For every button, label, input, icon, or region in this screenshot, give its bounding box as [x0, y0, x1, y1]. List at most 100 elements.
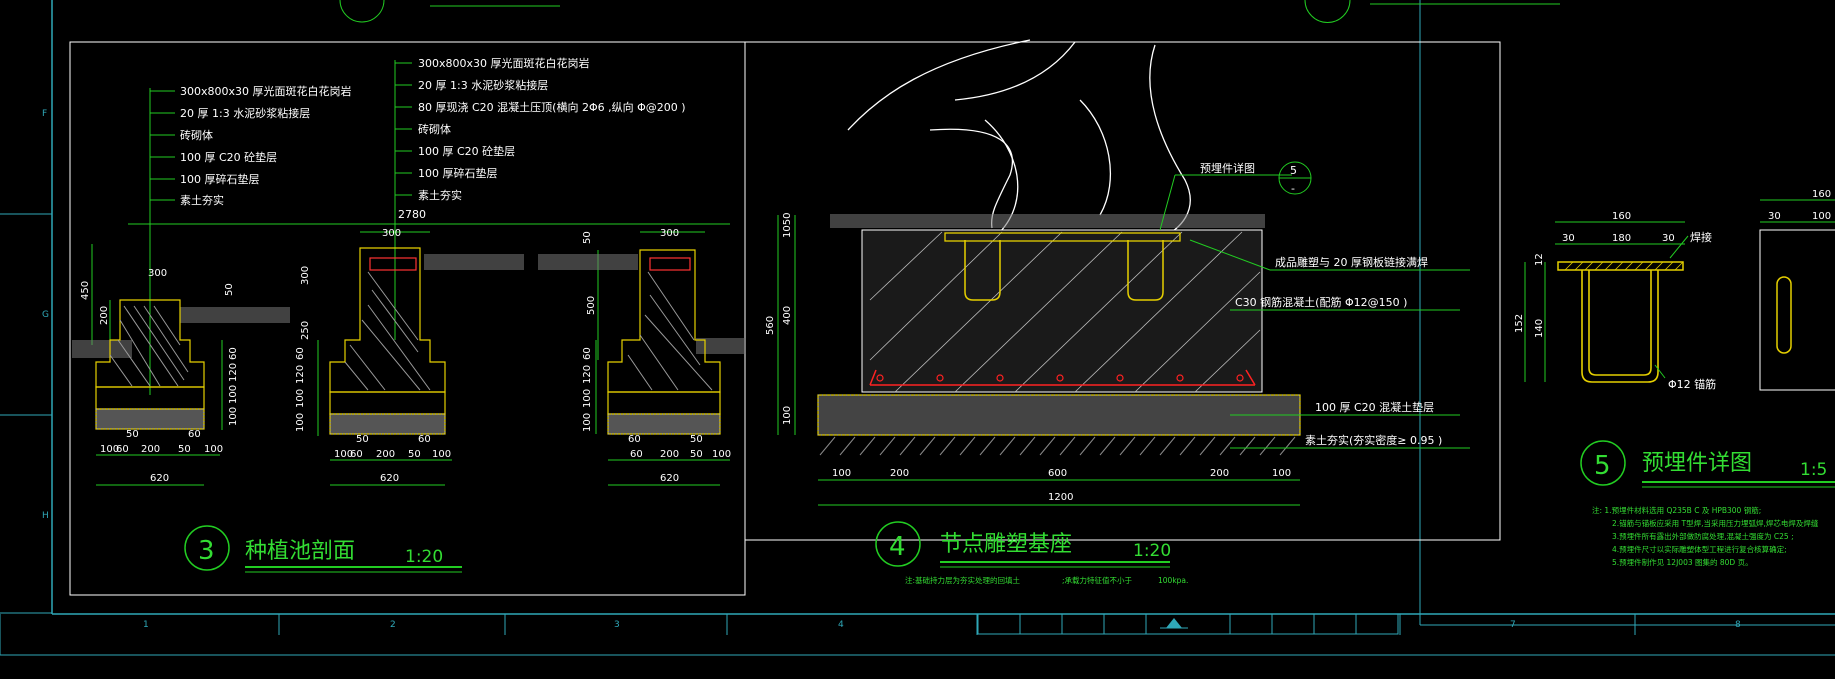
svg-text:2.锚筋与锚板应采用 T型焊,当采用压力埋弧焊,焊芯: 2.锚筋与锚板应采用 T型焊,当采用压力埋弧焊,焊芯电焊及焊缝	[1612, 518, 1819, 528]
svg-text:120: 120	[228, 363, 239, 382]
s3-layer-r3: 80 厚现浇 C20 混凝土压顶(横向 2Φ6 ,纵向 Φ@200 )	[418, 100, 686, 114]
s3-dim-300c: 300	[148, 268, 167, 279]
svg-text:60: 60	[418, 434, 431, 445]
s3-dim-200: 200	[99, 306, 110, 325]
detail-callout-5[interactable]: 预埋件详图 5 -	[1159, 161, 1312, 231]
s4-label-cushion: 100 厚 C20 混凝土垫层	[1315, 400, 1434, 414]
anchor-plate[interactable]	[1557, 261, 1684, 271]
s3-layer-l2: 20 厚 1:3 水泥砂浆粘接层	[180, 106, 310, 120]
s4-scale: 1:20	[1133, 541, 1171, 561]
s5-scale: 1:5	[1800, 460, 1827, 480]
paving-layer	[830, 214, 1265, 228]
svg-text:30: 30	[1768, 211, 1781, 222]
viewport-section3-border[interactable]	[69, 41, 746, 596]
concrete-block[interactable]	[861, 229, 1263, 393]
s3-layer-r4: 砖砌体	[418, 122, 451, 136]
svg-text:60: 60	[116, 444, 129, 455]
svg-text:620: 620	[150, 473, 169, 484]
s3-bottom-dims-a: 100 60 200 50 100 50 60 620	[96, 429, 223, 486]
svg-text:620: 620	[660, 473, 679, 484]
grid-col-1: 1	[143, 620, 149, 630]
svg-text:1050: 1050	[782, 213, 793, 238]
svg-text:180: 180	[1612, 233, 1631, 244]
s3-stack-dims-a: 60 120 100 100	[221, 340, 239, 430]
drawing-frame	[0, 0, 1835, 656]
svg-text:560: 560	[765, 316, 776, 335]
svg-text:60: 60	[628, 434, 641, 445]
section4-sculpture-base: 预埋件详图 5 - 成品雕塑与 20 厚钢板链接满焊 C30 钢筋混凝土(配筋 …	[765, 39, 1470, 585]
s3-layer-l6: 素土夯实	[180, 193, 224, 207]
s3-stack-dims-b: 60 120 100 100	[295, 340, 319, 436]
s4-callout-num: 5	[1290, 164, 1297, 177]
section5-embedded-part-detail: 160 30 180 30 焊接 12 152 140 Φ12 锚筋	[1514, 189, 1835, 567]
svg-text:50: 50	[690, 434, 703, 445]
s3-dim-50a: 50	[224, 283, 235, 296]
svg-text:120: 120	[582, 365, 593, 384]
s4-leaders	[1189, 239, 1470, 449]
svg-text:100: 100	[712, 449, 731, 460]
svg-text:注: 1.预埋件材料选用 Q235B C 及 HP: 注: 1.预埋件材料选用 Q235B C 及 HPB300 钢筋;	[1592, 505, 1761, 515]
svg-text:60: 60	[630, 449, 643, 460]
section3-title-block[interactable]: 3 种植池剖面 1:20	[184, 525, 462, 573]
svg-text:50: 50	[356, 434, 369, 445]
section4-title-block[interactable]: 4 节点雕塑基座 1:20 注:基础持力层为夯实处理的回填土 ;承载力特征值不小…	[875, 521, 1188, 585]
s4-title: 节点雕塑基座	[940, 532, 1072, 557]
planter-c[interactable]	[607, 249, 746, 435]
s3-dim-50b: 50	[582, 231, 593, 244]
s5-anchor-label: Φ12 锚筋	[1668, 377, 1716, 391]
s3-layer-r7: 素土夯实	[418, 188, 462, 202]
rebar-dots	[876, 374, 1244, 382]
svg-text:100: 100	[1812, 211, 1831, 222]
sculpture-sketch	[847, 39, 1191, 239]
viewport-section4-border[interactable]	[744, 41, 1501, 541]
s3-layer-l5: 100 厚碎石垫层	[180, 172, 260, 186]
s4-vertical-dims: 1050 400 560 100	[765, 213, 796, 435]
section3-planter-section: 300x800x30 厚光面斑花白花岗岩 20 厚 1:3 水泥砂浆粘接层 砖砌…	[72, 56, 746, 573]
svg-text:60: 60	[228, 347, 239, 360]
svg-text:3.预埋件所有露出外部做防腐处理,混凝土强度为: 3.预埋件所有露出外部做防腐处理,混凝土强度为 C25 ;	[1612, 531, 1794, 541]
svg-text:100: 100	[334, 449, 353, 460]
svg-text:152: 152	[1514, 314, 1525, 333]
s3-dim-450: 450	[80, 281, 91, 300]
svg-text:100: 100	[582, 413, 593, 432]
s4-callout-label: 预埋件详图	[1200, 161, 1255, 175]
svg-text:30: 30	[1562, 233, 1575, 244]
s3-layer-r6: 100 厚碎石垫层	[418, 166, 498, 180]
section5-title-block[interactable]: 5 预埋件详图 1:5	[1580, 440, 1835, 488]
svg-text:100: 100	[295, 413, 306, 432]
svg-text:1200: 1200	[1048, 492, 1073, 503]
svg-text:60: 60	[295, 347, 306, 360]
planter-a[interactable]	[72, 299, 290, 430]
svg-text:100: 100	[432, 449, 451, 460]
s5-title-number: 5	[1594, 451, 1611, 481]
svg-text:160: 160	[1812, 189, 1831, 200]
svg-text:100: 100	[228, 385, 239, 404]
s3-layer-l1: 300x800x30 厚光面斑花白花岗岩	[180, 84, 352, 98]
svg-text:100: 100	[782, 406, 793, 425]
grid-col-2: 2	[390, 620, 396, 630]
svg-text:100: 100	[582, 389, 593, 408]
svg-text:50: 50	[126, 429, 139, 440]
cushion-layer[interactable]	[817, 394, 1301, 436]
s3-dim-250: 250	[300, 321, 311, 340]
grid-col-7: 7	[1510, 620, 1516, 630]
svg-text:120: 120	[295, 365, 306, 384]
s5-title: 预埋件详图	[1642, 451, 1752, 476]
s3-title: 种植池剖面	[245, 539, 355, 564]
s4-note-c: 100kpa.	[1158, 576, 1188, 585]
s5-notes: 注: 1.预埋件材料选用 Q235B C 及 HPB300 钢筋; 2.锚筋与锚…	[1592, 505, 1819, 567]
svg-text:200: 200	[660, 449, 679, 460]
svg-text:50: 50	[178, 444, 191, 455]
svg-text:4.预埋件尺寸以实际雕塑体型工程进行复合核算确定;: 4.预埋件尺寸以实际雕塑体型工程进行复合核算确定;	[1612, 544, 1787, 554]
embedded-plate[interactable]	[944, 232, 1181, 242]
s4-callout-sub: -	[1291, 182, 1295, 195]
grid-col-labels: 1 2 3 4 7 8	[143, 620, 1741, 630]
svg-text:200: 200	[1210, 468, 1229, 479]
s5-side-view[interactable]: 160 30 100	[1759, 189, 1835, 391]
planter-b[interactable]	[329, 247, 638, 435]
s5-weld-label: 焊接	[1690, 230, 1712, 244]
soil-hatch	[819, 436, 1296, 456]
svg-text:100: 100	[295, 389, 306, 408]
